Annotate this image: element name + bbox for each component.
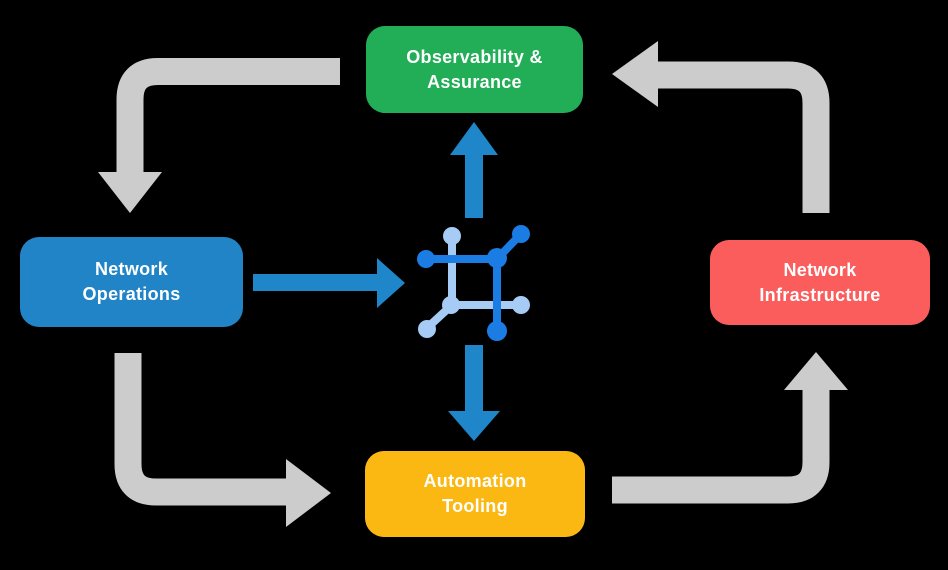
icon-light-nodes [418, 227, 530, 338]
arrowhead-right-icon [377, 258, 405, 308]
icon-dark-nodes [417, 225, 530, 341]
node-label-line: Operations [82, 284, 181, 304]
node-label-line: Network [94, 259, 169, 280]
node-label-line: Observability & [406, 46, 543, 67]
arrow-center-to-observability [450, 122, 498, 218]
node-observability-assurance: Observability & Assurance [366, 26, 583, 113]
arrow-operations-to-automation [114, 353, 331, 527]
arrow-infrastructure-to-observability [612, 41, 830, 213]
network-automation-icon [417, 225, 530, 341]
arrow-center-to-automation [448, 345, 500, 441]
arrow-shaft [612, 390, 830, 504]
node-network-operations: Network Operations [20, 237, 243, 327]
arrowhead-up-icon [450, 122, 498, 155]
node-network-infrastructure: Network Infrastructure [710, 240, 930, 325]
node-label-line: Tooling [442, 496, 508, 516]
arrow-operations-to-center [253, 258, 405, 308]
arrow-shaft [465, 153, 483, 218]
arrow-shaft [465, 345, 483, 413]
arrowhead-left-icon [612, 41, 658, 107]
arrowhead-up-icon [784, 352, 848, 390]
arrow-shaft [656, 61, 830, 213]
arrowhead-down-icon [98, 172, 162, 213]
arrowhead-right-icon [286, 459, 331, 527]
node-label-line: Infrastructure [759, 284, 881, 305]
arrow-observability-to-operations [98, 58, 340, 213]
arrow-shaft [253, 274, 377, 291]
node-label-line: Assurance [427, 71, 522, 92]
arrow-shaft [114, 353, 288, 506]
arrow-automation-to-infrastructure [612, 352, 848, 504]
node-label-line: Network [783, 259, 857, 280]
node-label-line: Automation [423, 471, 527, 492]
arrow-shaft [116, 58, 340, 174]
arrowhead-down-icon [448, 411, 500, 441]
node-automation-tooling: Automation Tooling [365, 451, 585, 537]
